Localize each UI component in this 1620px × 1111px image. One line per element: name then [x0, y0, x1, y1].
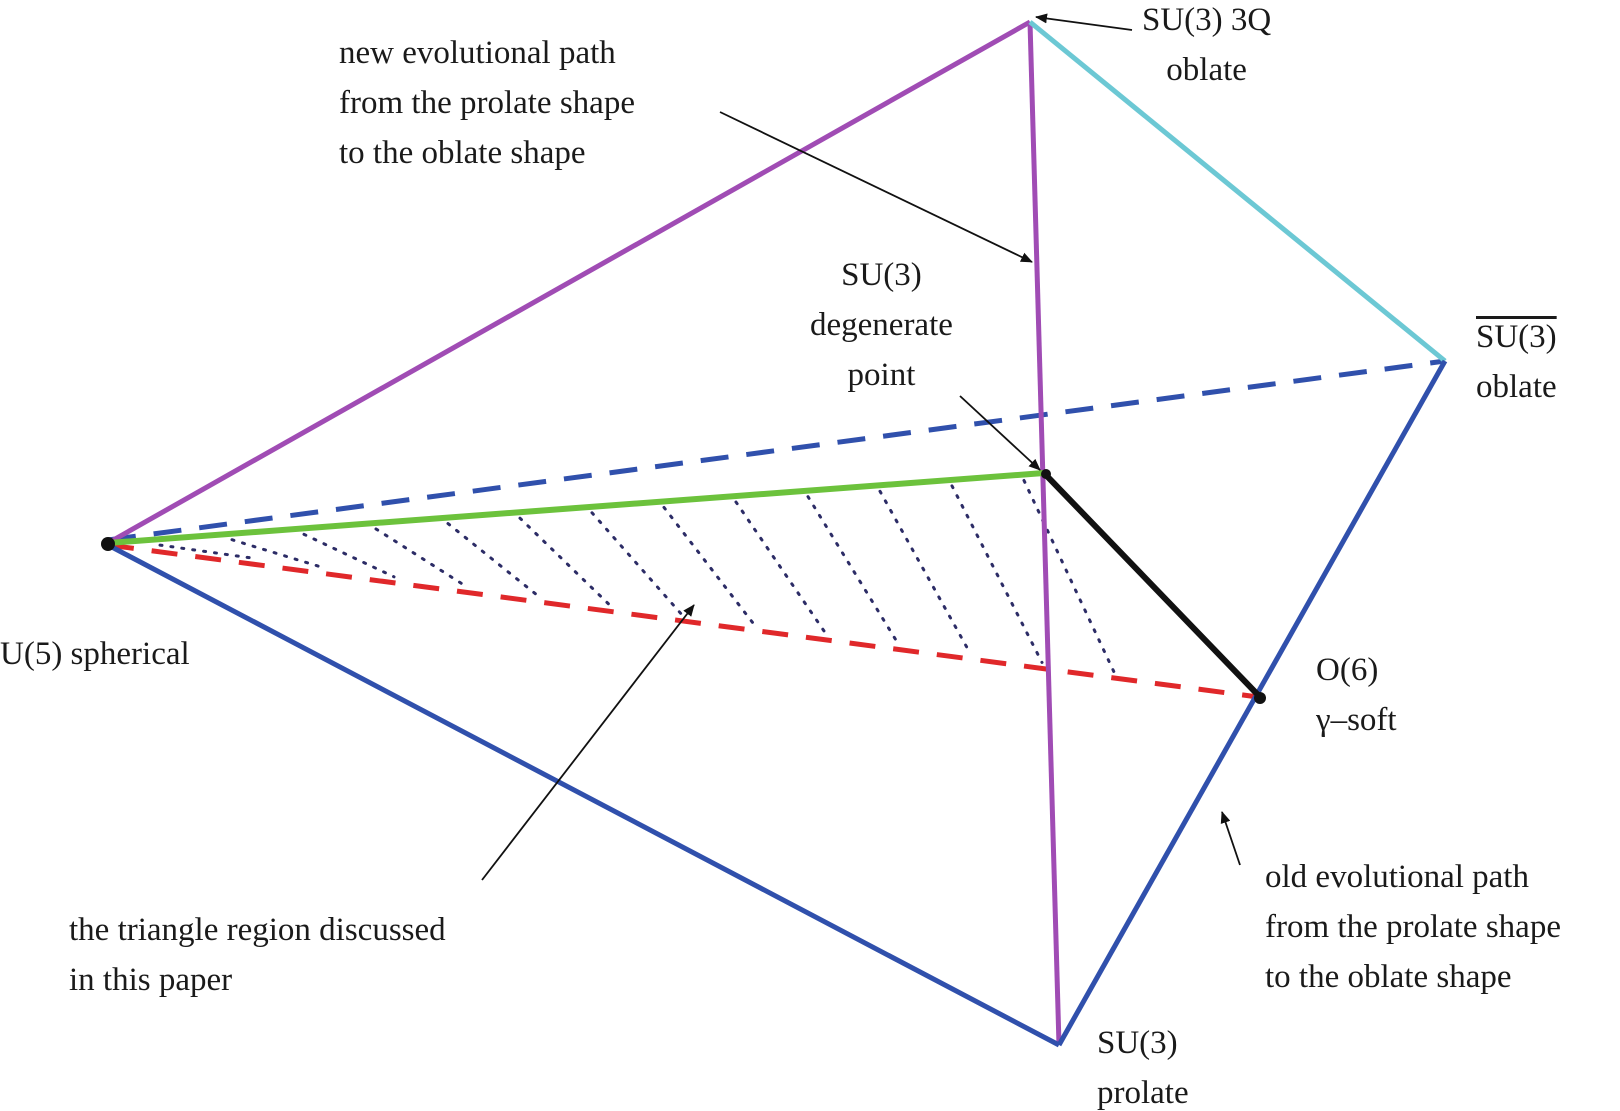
hatch-dotted-line: [230, 538, 324, 569]
u5-degenerate-green-edge: [107, 470, 1045, 546]
degenerate-o6-black-edge: [1041, 470, 1263, 700]
hatch-dotted-line: [590, 511, 684, 617]
triangle-region-label: the triangle region discussed in this pa…: [69, 912, 446, 998]
hatch-dotted-line: [662, 505, 756, 626]
new-path-label: new evolutional path from the prolate sh…: [339, 35, 635, 171]
su3-3q-prolate-edge: [1027, 21, 1062, 1046]
u5-spherical-label: U(5) spherical: [0, 636, 190, 672]
degenerate-pointer-arrow: [959, 395, 1041, 471]
new-path-pointer-arrow: [719, 111, 1033, 263]
hatch-dotted-line: [734, 500, 828, 636]
hatch-dotted-line: [950, 484, 1044, 664]
hatch-dotted-line: [1022, 478, 1116, 674]
u5-prolate-edge: [106, 542, 1061, 1048]
hatch-dotted-line: [518, 516, 612, 607]
u5-su3-3q-edge: [106, 19, 1032, 546]
o6-gamma-soft-label: O(6) γ–soft: [1316, 652, 1397, 738]
su3-prolate-label: SU(3) prolate: [1097, 1025, 1189, 1111]
old-path-pointer-arrow: [1220, 811, 1241, 866]
su3-3q-label: SU(3) 3Q oblate: [1142, 2, 1272, 88]
old-path-label: old evolutional path from the prolate sh…: [1265, 859, 1561, 995]
hatch-dotted-line: [446, 522, 540, 598]
su3-degenerate-label: SU(3) degenerate point: [810, 257, 953, 393]
u5-vertex-dot: [101, 537, 115, 551]
su3-3q-su3bar-edge: [1028, 20, 1447, 363]
o6-vertex-dot: [1254, 692, 1266, 704]
triangle-hatching: [158, 478, 1116, 674]
degenerate-point-dot: [1041, 469, 1051, 479]
u5-o6-dashed-edge: [107, 542, 1259, 700]
hatch-dotted-line: [878, 489, 972, 655]
hatch-dotted-line: [374, 527, 468, 588]
u5-su3bar-dashed-edge: [107, 358, 1446, 543]
su3-3q-pointer-arrow: [1035, 13, 1133, 31]
hatch-dotted-line: [302, 532, 396, 579]
triangle-pointer-arrow: [481, 604, 695, 881]
hatch-dotted-line: [158, 543, 252, 560]
hatch-dotted-line: [806, 495, 900, 645]
su3bar-prolate-edge: [1056, 359, 1448, 1047]
su3bar-oblate-label: SU(3) oblate: [1476, 319, 1557, 405]
